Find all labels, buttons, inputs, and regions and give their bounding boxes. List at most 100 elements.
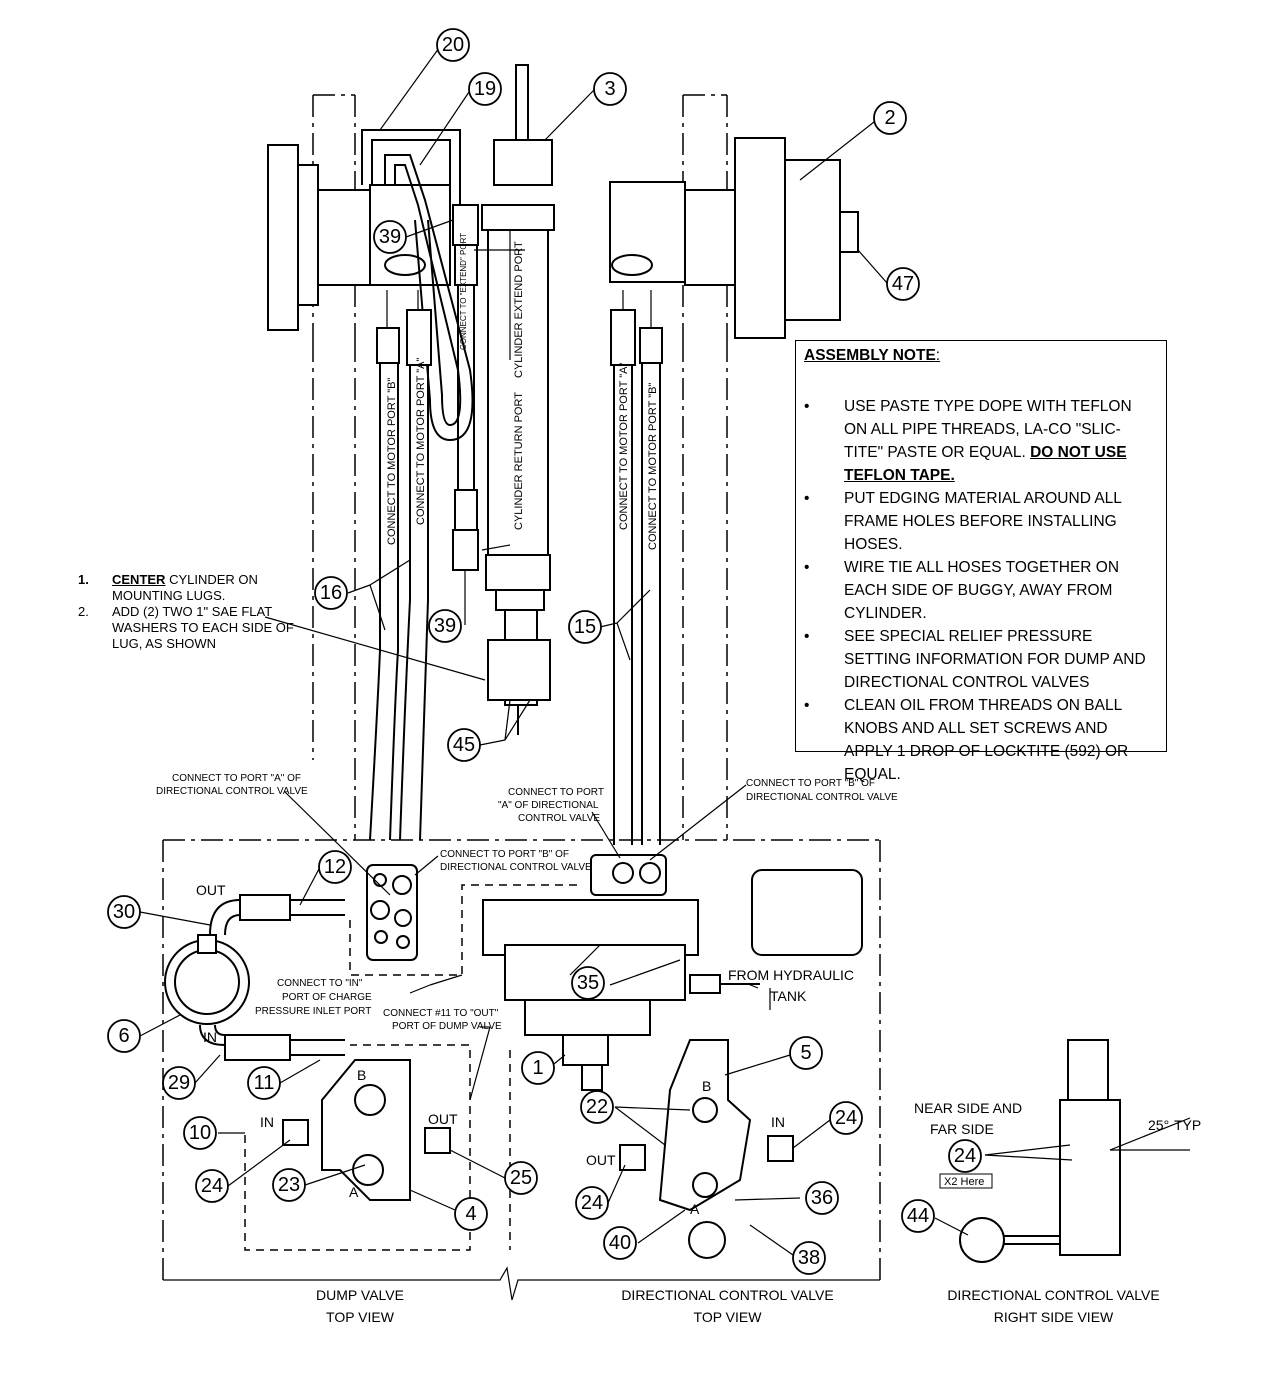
- svg-text:16: 16: [320, 582, 342, 604]
- callout-port-b-dcv-right-2: DIRECTIONAL CONTROL VALVE: [746, 792, 898, 803]
- callout-charge-inlet-2: PORT OF CHARGE: [282, 992, 372, 1003]
- svg-text:22: 22: [586, 1096, 608, 1118]
- balloon-24-side: 24: [948, 1139, 982, 1173]
- center-note-item-2: 2.ADD (2) TWO 1" SAE FLAT WASHERS TO EAC…: [78, 604, 294, 651]
- svg-text:36: 36: [811, 1187, 833, 1209]
- svg-text:12: 12: [324, 856, 346, 878]
- callout-dump-out-1: CONNECT #11 TO "OUT": [383, 1008, 499, 1019]
- svg-text:11: 11: [254, 1072, 275, 1094]
- lower-components: [164, 854, 1191, 1263]
- valve-dashed-outlines: [244, 884, 580, 1251]
- callout-port-a-dcv-left-2: DIRECTIONAL CONTROL VALVE: [156, 786, 308, 797]
- hose-label-extend-small: CONNECT TO "EXTEND" PORT: [459, 233, 468, 350]
- svg-text:40: 40: [609, 1232, 631, 1254]
- assembly-note-list: •USE PASTE TYPE DOPE WITH TEFLON ON ALL …: [804, 395, 1156, 786]
- svg-text:45: 45: [453, 734, 475, 756]
- center-cylinder-note: 1.CENTER CYLINDER ON MOUNTING LUGS. 2.AD…: [78, 572, 298, 652]
- cylinder-return-port-label: CYLINDER RETURN PORT: [513, 392, 525, 530]
- balloon-19: 19: [468, 72, 502, 106]
- callout-port-a-dcv-mid-1: CONNECT TO PORT: [508, 787, 604, 798]
- callout-near-far-2: FAR SIDE: [930, 1121, 994, 1137]
- balloon-24-dcv-out: 24: [575, 1186, 609, 1220]
- balloon-2: 2: [873, 101, 907, 135]
- callout-from-tank-2: TANK: [770, 988, 807, 1004]
- callout-port-a-dcv-mid-2: "A" OF DIRECTIONAL: [498, 800, 599, 811]
- svg-text:2: 2: [884, 107, 895, 129]
- callout-texts: CONNECT TO PORT "A" OF DIRECTIONAL CONTR…: [156, 773, 1201, 1189]
- balloon-38: 38: [792, 1241, 826, 1275]
- balloon-10: 10: [183, 1116, 217, 1150]
- balloon-22: 22: [580, 1090, 614, 1124]
- assembly-note-item: •WIRE TIE ALL HOSES TOGETHER ON EACH SID…: [804, 559, 1120, 622]
- callout-port-b-dcv-right-1: CONNECT TO PORT "B" OF: [746, 778, 875, 789]
- svg-text:24: 24: [835, 1107, 857, 1129]
- balloon-5: 5: [789, 1036, 823, 1070]
- hose-label-motor-a-left: CONNECT TO MOTOR PORT "A": [415, 358, 427, 525]
- balloon-35: 35: [571, 966, 605, 1000]
- dump-port-in: IN: [260, 1114, 274, 1130]
- callout-charge-inlet-3: PRESSURE INLET PORT: [255, 1006, 371, 1017]
- hoses-upper: [361, 129, 663, 845]
- svg-text:3: 3: [604, 78, 615, 100]
- callout-dump-out-2: PORT OF DUMP VALVE: [392, 1021, 502, 1032]
- dcv-port-b: B: [702, 1078, 711, 1094]
- center-note-item-1: 1.CENTER CYLINDER ON MOUNTING LUGS.: [78, 572, 258, 603]
- balloon-29: 29: [162, 1066, 196, 1100]
- balloon-1: 1: [521, 1051, 555, 1085]
- typ-label: TYP: [1174, 1117, 1201, 1133]
- svg-text:38: 38: [798, 1247, 820, 1269]
- svg-text:29: 29: [168, 1072, 190, 1094]
- svg-text:4: 4: [465, 1203, 476, 1225]
- balloon-36: 36: [805, 1181, 839, 1215]
- assembly-note-item: •SEE SPECIAL RELIEF PRESSURE SETTING INF…: [804, 628, 1146, 691]
- dump-port-a: A: [349, 1184, 359, 1200]
- filter-in-label: IN: [203, 1029, 217, 1045]
- callout-port-a-dcv-left-1: CONNECT TO PORT "A" OF: [172, 773, 301, 784]
- svg-text:44: 44: [907, 1205, 929, 1227]
- balloon-12: 12: [318, 850, 352, 884]
- balloon-4: 4: [454, 1197, 488, 1231]
- svg-text:47: 47: [892, 273, 914, 295]
- assembly-note-title: ASSEMBLY NOTE:: [804, 347, 941, 364]
- svg-text:15: 15: [574, 616, 596, 638]
- balloon-39-lower: 39: [428, 609, 462, 643]
- balloon-6: 6: [107, 1019, 141, 1053]
- balloon-25: 25: [504, 1161, 538, 1195]
- balloon-23: 23: [272, 1168, 306, 1202]
- balloon-40: 40: [603, 1226, 637, 1260]
- callout-port-b-dcv-block-2: DIRECTIONAL CONTROL VALVE: [440, 862, 592, 873]
- svg-text:19: 19: [474, 78, 496, 100]
- dcv-port-a: A: [690, 1201, 700, 1217]
- assembly-note-item: •USE PASTE TYPE DOPE WITH TEFLON ON ALL …: [804, 398, 1132, 484]
- angle-label: 25°: [1148, 1117, 1169, 1133]
- svg-text:5: 5: [800, 1042, 811, 1064]
- balloon-11: 11: [247, 1066, 281, 1100]
- callout-from-tank-1: FROM HYDRAULIC: [728, 967, 854, 983]
- dcv-port-out: OUT: [586, 1152, 616, 1168]
- callout-port-b-dcv-block-1: CONNECT TO PORT "B" OF: [440, 849, 569, 860]
- frame-centerlines: [162, 94, 881, 1301]
- svg-text:30: 30: [113, 901, 135, 923]
- svg-text:24: 24: [954, 1145, 976, 1167]
- assembly-note-item: •PUT EDGING MATERIAL AROUND ALL FRAME HO…: [804, 490, 1122, 553]
- callout-charge-inlet-1: CONNECT TO "IN": [277, 978, 363, 989]
- balloon-39-upper: 39: [373, 220, 407, 254]
- balloon-24-dump: 24: [195, 1169, 229, 1203]
- balloon-45: 45: [447, 728, 481, 762]
- callout-near-far-1: NEAR SIDE AND: [914, 1100, 1022, 1116]
- balloon-3: 3: [593, 72, 627, 106]
- svg-text:24: 24: [581, 1192, 603, 1214]
- hose-label-motor-a-right: CONNECT TO MOTOR PORT "A": [618, 363, 630, 530]
- hose-label-motor-b-right: CONNECT TO MOTOR PORT "B": [647, 383, 659, 550]
- svg-text:24: 24: [201, 1175, 223, 1197]
- balloon-30: 30: [107, 895, 141, 929]
- cylinder-extend-port-label: CYLINDER EXTEND PORT: [513, 241, 525, 378]
- dcv-port-in: IN: [771, 1114, 785, 1130]
- filter-out-label: OUT: [196, 882, 226, 898]
- svg-text:6: 6: [118, 1025, 129, 1047]
- assembly-note-item: •CLEAN OIL FROM THREADS ON BALL KNOBS AN…: [804, 697, 1129, 783]
